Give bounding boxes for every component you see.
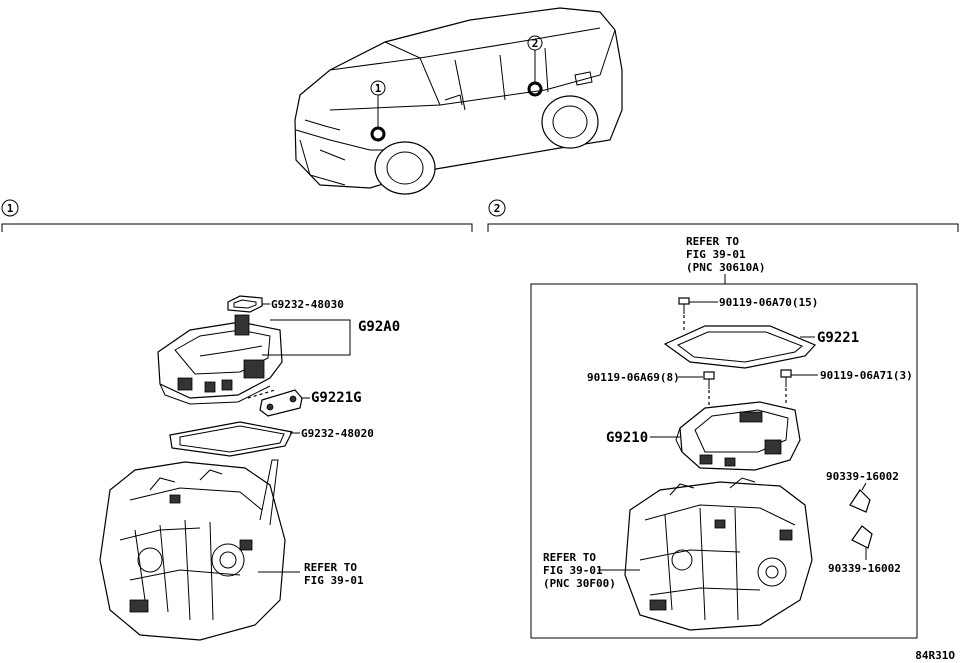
part-label-g92a0: G92A0 [358, 319, 400, 335]
part-label-90339-16002-top: 90339-16002 [826, 470, 899, 483]
transmission-1-illustration [99, 459, 286, 641]
section-2-number: 2 [494, 202, 501, 215]
part-label-g9232-48030: G9232-48030 [271, 298, 344, 311]
vehicle-callout-2-dot [527, 81, 543, 97]
vehicle-illustration [294, 7, 623, 195]
part-label-g9221: G9221 [817, 330, 859, 346]
vehicle-callout-1: 1 [370, 80, 386, 142]
section-1-parts: G9232-48030 G92A0 G9221G [99, 295, 400, 641]
part-label-g9210: G9210 [606, 430, 648, 446]
section-2-top-refer-line1: REFER TO [686, 235, 739, 248]
valve-body-g9210-illustration [675, 401, 801, 471]
vehicle-callout-2: 2 [527, 35, 543, 97]
plug-bottom-illustration [851, 525, 873, 549]
section-2-header: 2 [487, 199, 959, 232]
figure-code: 84R31O [915, 649, 955, 662]
section-2-frame [530, 283, 918, 639]
part-label-g9232-48020: G9232-48020 [301, 427, 374, 440]
section-1-number: 1 [7, 202, 14, 215]
oil-pan-g9221-illustration [663, 325, 817, 369]
section-1-refer-line1: REFER TO [304, 561, 357, 574]
section-2-bottom-refer-line3: (PNC 30F00) [543, 577, 616, 590]
gasket-48030-illustration [227, 295, 263, 313]
section-2-bottom-refer-line1: REFER TO [543, 551, 596, 564]
plug-top-illustration [849, 489, 871, 513]
section-2-top-refer-line3: (PNC 30610A) [686, 261, 765, 274]
vehicle-callout-1-number: 1 [375, 82, 382, 95]
vehicle-callout-2-number: 2 [532, 37, 539, 50]
vehicle-callout-1-dot [370, 126, 386, 142]
section-2-parts: REFER TO FIG 39-01 (PNC 30610A) 90119-06… [530, 235, 918, 639]
bolt-06a69-illustration [703, 371, 715, 389]
section-1-refer-line2: FIG 39-01 [304, 574, 364, 587]
gasket-48020-illustration [169, 421, 293, 457]
part-label-90119-06a71: 90119-06A71(3) [820, 369, 913, 382]
part-label-90339-16002-bottom: 90339-16002 [828, 562, 901, 575]
part-g9221g-illustration [259, 389, 303, 417]
part-label-90119-06a69: 90119-06A69(8) [587, 371, 680, 384]
section-1-header: 1 [1, 199, 473, 232]
part-label-90119-06a70: 90119-06A70(15) [719, 296, 818, 309]
bolt-06a71-illustration [780, 369, 792, 387]
bolt-06a70-illustration [678, 297, 690, 314]
valve-body-g92a0-illustration [157, 314, 283, 405]
section-2-top-refer-line2: FIG 39-01 [686, 248, 746, 261]
section-2-bottom-refer-line2: FIG 39-01 [543, 564, 603, 577]
part-label-g9221g: G9221G [311, 390, 362, 406]
transmission-2-illustration [624, 477, 813, 631]
